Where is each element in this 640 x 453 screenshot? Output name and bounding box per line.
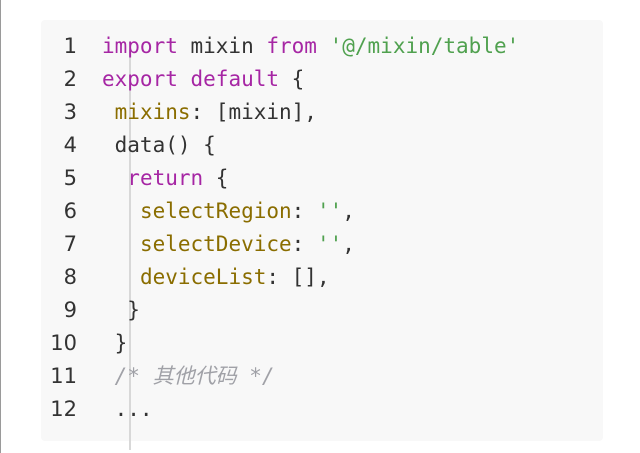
code-token: ... [102,397,153,421]
code-line: 11 /* 其他代码 */ [41,360,601,393]
code-token [102,232,140,256]
code-token: '@/mixin/table' [329,34,520,58]
code-line: 2 export default { [41,63,601,96]
line-number: 5 [63,166,77,190]
line-number: 11 [50,364,77,388]
line-code: deviceList: [], [102,261,330,294]
code-token: : [291,199,317,223]
line-number: 9 [63,298,77,322]
code-token: selectRegion [139,199,292,223]
line-code: data() { [102,129,216,162]
line-number: 4 [63,133,77,157]
line-code: } [102,327,128,360]
code-line: 3 mixins: [mixin], [41,96,601,129]
code-token: '' [316,199,343,223]
code-token: : [291,232,317,256]
line-number: 6 [63,199,77,223]
code-token: : [], [266,265,330,289]
line-number: 1 [63,34,77,58]
line-code: export default { [102,63,304,96]
code-token [178,67,191,91]
code-line: 1 import mixin from '@/mixin/table' [41,30,601,63]
line-code: selectRegion: '', [102,195,355,228]
line-code: return { [102,162,228,195]
code-line: 7 selectDevice: '', [41,228,601,261]
gutter-divider [129,50,131,450]
line-code: /* 其他代码 */ [102,360,275,393]
code-token: mixin [177,34,267,58]
code-token: : [mixin], [190,100,317,124]
line-code: mixins: [mixin], [102,96,317,129]
code-token [102,166,127,190]
code-line: 12 ... [41,393,601,426]
code-token: '' [316,232,343,256]
code-line: 6 selectRegion: '', [41,195,601,228]
line-code: import mixin from '@/mixin/table' [102,30,519,63]
code-token: default [190,67,280,91]
line-code: } [102,294,140,327]
code-token: } [102,298,140,322]
code-token: selectDevice [139,232,292,256]
code-token: return [127,166,204,190]
code-token: export [102,67,178,91]
code-token: , [342,232,355,256]
code-line: 5 return { [41,162,601,195]
code-line: 10 } [41,327,601,360]
code-token: /* 其他代码 */ [114,364,275,388]
code-line: 9 } [41,294,601,327]
line-number: 8 [63,265,77,289]
line-code: ... [102,393,153,426]
line-number: 3 [63,100,77,124]
code-token: { [203,166,229,190]
code-token [102,265,140,289]
line-number: 10 [50,331,77,355]
code-token: from [266,34,317,58]
code-token [102,100,115,124]
line-number: 7 [63,232,77,256]
code-line: 4 data() { [41,129,601,162]
code-token: mixins [114,100,191,124]
line-number: 2 [63,67,77,91]
line-code: selectDevice: '', [102,228,355,261]
code-token: } [102,331,128,355]
code-token: import [102,34,178,58]
code-line: 8 deviceList: [], [41,261,601,294]
code-token [102,364,115,388]
code-token: { [279,67,305,91]
code-token: , [342,199,355,223]
code-block: 1 import mixin from '@/mixin/table' 2 expor… [41,20,603,450]
line-number: 12 [50,397,77,421]
code-token: deviceList [139,265,267,289]
code-token [317,34,330,58]
code-token: data() { [102,133,216,157]
code-token [102,199,140,223]
